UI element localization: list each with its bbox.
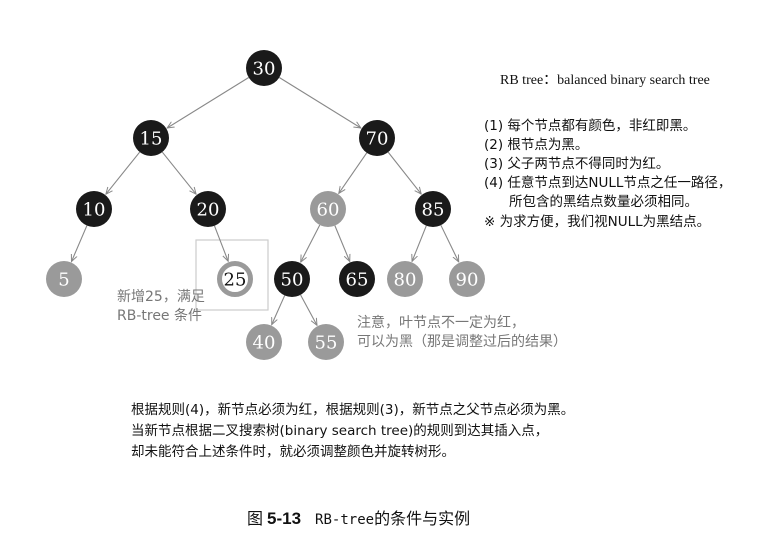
node-label-40: 40 xyxy=(253,333,276,354)
node-label-80: 80 xyxy=(394,270,417,291)
edge-70-to-85 xyxy=(387,151,421,194)
node-circle-65 xyxy=(339,261,375,297)
edge-30-to-70 xyxy=(279,77,361,128)
node-circle-70 xyxy=(359,120,395,156)
edge-50-to-55 xyxy=(300,294,317,325)
node-80: 80 xyxy=(387,261,423,297)
node-label-50: 50 xyxy=(281,270,304,291)
legend-rule-4: (4) 任意节点到达NULL节点之任一路径， xyxy=(484,175,732,191)
node-label-55: 55 xyxy=(315,333,338,354)
edge-10-to-5 xyxy=(71,225,88,262)
legend-rule-2: (2) 根节点为黑。 xyxy=(484,137,589,153)
node-40: 40 xyxy=(246,324,282,360)
node-circle-50 xyxy=(274,261,310,297)
edge-60-to-65 xyxy=(334,225,350,262)
edge-20-to-25 xyxy=(213,225,228,261)
caption-code: RB-tree xyxy=(315,512,375,528)
legend-note-null: ※ 为求方便，我们视NULL为黑结点。 xyxy=(484,214,711,230)
node-circle-55 xyxy=(308,324,344,360)
edge-15-to-10 xyxy=(106,151,141,194)
node-50: 50 xyxy=(274,261,310,297)
legend-rule-3: (3) 父子两节点不得同时为红。 xyxy=(484,156,670,172)
node-label-20: 20 xyxy=(197,200,220,221)
node-65: 65 xyxy=(339,261,375,297)
edge-70-to-60 xyxy=(339,152,368,194)
node-label-85: 85 xyxy=(422,200,445,221)
explanation-paragraph: 根据规则(4)，新节点必须为红，根据规则(3)，新节点之父节点必须为黑。 当新节… xyxy=(131,400,574,463)
node-circle-80 xyxy=(387,261,423,297)
explanation-line-3: 却未能符合上述条件时，就必须调整颜色并旋转树形。 xyxy=(131,444,455,460)
node-circle-10 xyxy=(76,191,112,227)
node-10: 10 xyxy=(76,191,112,227)
node-label-70: 70 xyxy=(366,129,389,150)
node-circle-90 xyxy=(449,261,485,297)
node-5: 5 xyxy=(46,261,82,297)
node-circle-25 xyxy=(217,261,253,297)
node-85: 85 xyxy=(415,191,451,227)
caption-prefix: 图 xyxy=(247,509,264,528)
node-circle-60 xyxy=(310,191,346,227)
legend-title: RB tree：balanced binary search tree xyxy=(500,73,710,88)
node-25: 25 xyxy=(217,261,253,297)
node-label-65: 65 xyxy=(346,270,369,291)
edge-60-to-50 xyxy=(301,224,321,262)
node-circle-15 xyxy=(133,120,169,156)
node-30: 30 xyxy=(246,50,282,86)
node-circle-85 xyxy=(415,191,451,227)
node-label-10: 10 xyxy=(83,200,106,221)
node-label-5: 5 xyxy=(58,270,69,291)
edge-50-to-40 xyxy=(271,295,286,324)
edge-85-to-90 xyxy=(440,224,459,262)
node-90: 90 xyxy=(449,261,485,297)
tree-edges xyxy=(71,77,458,325)
node-20: 20 xyxy=(190,191,226,227)
node-label-15: 15 xyxy=(140,129,163,150)
leaf-note-line-1: 注意，叶节点不一定为红， xyxy=(357,315,525,331)
edge-85-to-80 xyxy=(412,225,427,262)
new-node-annotation-line-2: RB-tree 条件 xyxy=(117,308,202,324)
node-label-25: 25 xyxy=(224,270,247,291)
node-circle-40 xyxy=(246,324,282,360)
node-label-60: 60 xyxy=(317,200,340,221)
node-circle-30 xyxy=(246,50,282,86)
node-60: 60 xyxy=(310,191,346,227)
node-circle-5 xyxy=(46,261,82,297)
legend-rule-1: (1) 每个节点都有颜色，非红即黑。 xyxy=(484,118,697,134)
node-55: 55 xyxy=(308,324,344,360)
node-15: 15 xyxy=(133,120,169,156)
node-label-30: 30 xyxy=(253,59,276,80)
node-circle-20 xyxy=(190,191,226,227)
explanation-line-1: 根据规则(4)，新节点必须为红，根据规则(3)，新节点之父节点必须为黑。 xyxy=(131,402,575,418)
new-node-highlight-box xyxy=(195,239,269,311)
leaf-note-line-2: 可以为黑（那是调整过后的结果） xyxy=(357,334,567,350)
caption-rest: 的条件与实例 xyxy=(374,509,471,528)
explanation-line-2: 当新节点根据二叉搜索树(binary search tree)的规则到达其插入点… xyxy=(131,423,549,439)
caption-number: 5-13 xyxy=(267,509,302,528)
tree-nodes: 30 15 70 10 20 60 85 5 25 50 65 80 90 40 55 xyxy=(46,50,485,360)
edge-30-to-15 xyxy=(167,77,249,128)
node-70: 70 xyxy=(359,120,395,156)
node-label-90: 90 xyxy=(456,270,479,291)
legend-rule-4-continued: 所包含的黑结点数量必须相同。 xyxy=(509,194,698,210)
new-node-annotation-line-1: 新增25，满足 xyxy=(117,289,205,305)
edge-15-to-20 xyxy=(161,151,196,194)
